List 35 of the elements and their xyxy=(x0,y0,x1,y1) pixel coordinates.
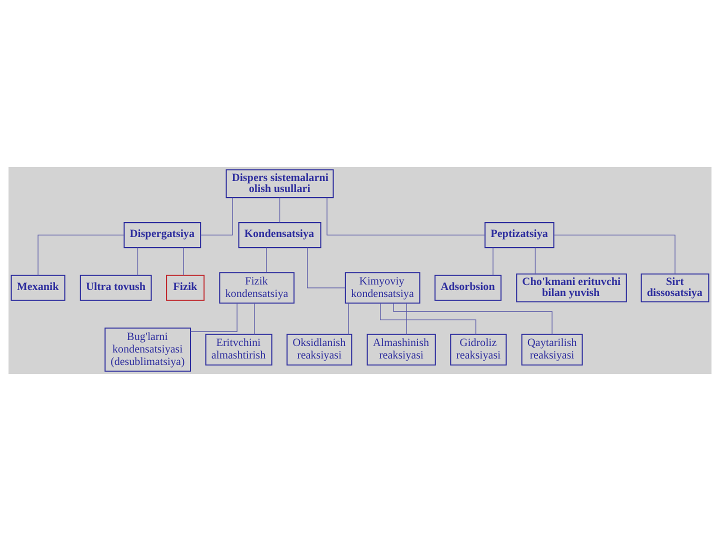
connector xyxy=(492,246,494,276)
node-box: Dispers sistemalarni olish usullari xyxy=(226,168,334,198)
node-box: Cho'kmani erituvchi bilan yuvish xyxy=(516,272,627,302)
node-box: Oksidlanish reaksiyasi xyxy=(286,333,352,365)
node-box: Mexanik xyxy=(10,274,66,300)
node-box: Ultra tovush xyxy=(80,274,152,300)
connector xyxy=(254,302,255,334)
node-box: Fizik xyxy=(166,274,205,300)
node-box: Dispergatsiya xyxy=(124,222,202,248)
node-box: Qaytarilish reaksiyasi xyxy=(521,333,583,365)
connector xyxy=(307,246,346,288)
node-box: Sirt dissosatsiya xyxy=(640,272,710,302)
node-box: Kimyoviy kondensatsiya xyxy=(344,272,420,304)
connector xyxy=(326,196,486,235)
connector xyxy=(183,246,184,276)
node-box: Gidroliz reaksiyasi xyxy=(450,333,507,365)
connector xyxy=(266,246,267,272)
connector xyxy=(190,302,238,332)
connector xyxy=(534,246,536,274)
connector xyxy=(279,196,280,222)
node-box: Bug'larni kondensatsiyasi (desublimatsiya) xyxy=(104,327,192,372)
node-box: Almashinish reaksiyasi xyxy=(366,333,436,365)
node-box: Kondensatsiya xyxy=(238,222,322,248)
connector xyxy=(137,246,138,276)
node-box: Fizik kondensatsiya xyxy=(219,272,295,304)
node-box: Eritvchini almashtirish xyxy=(205,333,272,365)
node-box: Peptizatsiya xyxy=(484,222,554,248)
connector xyxy=(393,302,552,334)
connector xyxy=(348,302,349,334)
connector xyxy=(38,234,124,276)
connector xyxy=(200,196,233,235)
connector xyxy=(406,302,407,334)
connector xyxy=(554,234,676,274)
node-box: Adsorbsion xyxy=(434,274,502,300)
connector xyxy=(380,302,476,334)
